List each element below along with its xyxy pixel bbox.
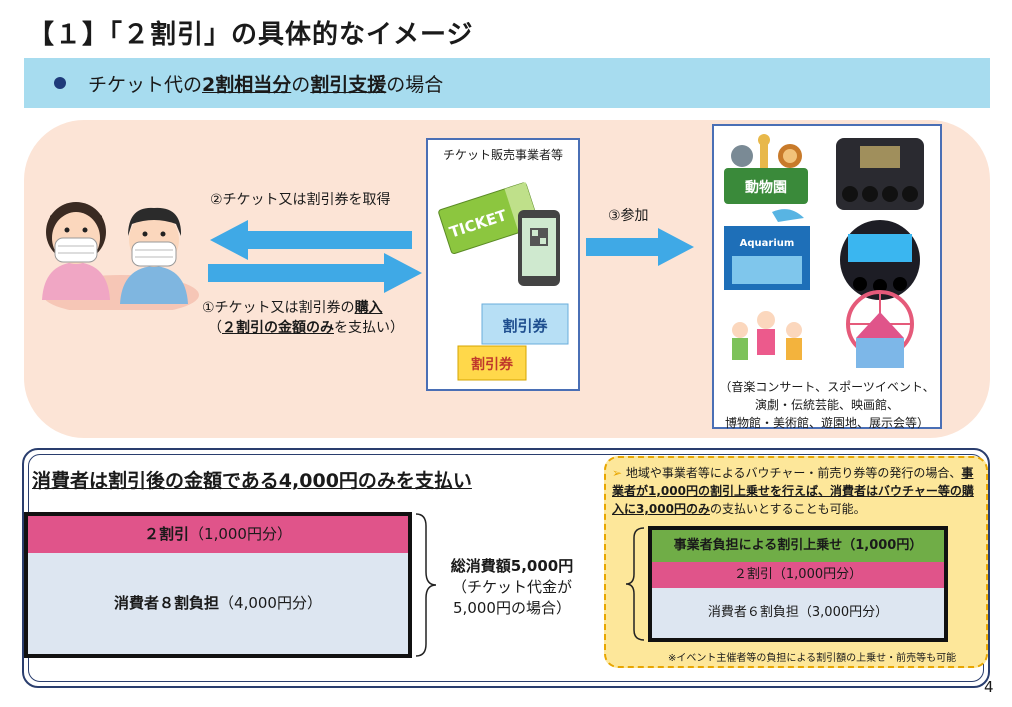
venues-caption: （音楽コンサート、スポーツイベント、 演劇・伝統芸能、映画館、 博物館・美術館、… [719,380,935,430]
bullet-icon [54,77,66,89]
triangle-bullet-icon: ➢ [612,466,626,480]
page-number: 4 [984,678,994,696]
alt-consumer-segment: 消費者６割負担（3,000円分） [652,588,944,638]
vendor-extra-segment: 事業者負担による割引上乗せ（1,000円） [652,530,944,562]
vendor-title: チケット販売事業者等 [442,148,563,162]
alt-discount-segment: ２割引（1,000円分） [652,562,944,588]
venues-box: 動物園 Aquarium [712,124,942,430]
footnote: ※イベント主催者等の負担による割引額の上乗せ・前売等も可能 [668,653,957,664]
arrow-left-icon [210,220,412,260]
step2-label: ②チケット又は割引券を取得 [210,192,391,208]
slide-title: 【１】「２割引」の具体的なイメージ [28,20,474,50]
total-consumption-label: 総消費額5,000円 （チケット代金が 5,000円の場合） [450,557,574,617]
note-text: ➢ 地域や事業者等によるバウチャー・前売り券等の発行の場合、事業者が1,000円… [612,466,974,516]
brace-icon [625,527,645,641]
consumers-illustration [42,202,199,310]
brace-icon [415,513,437,657]
zoo-sign-text: 動物園 [745,179,787,196]
coupon-yellow-text: 割引券 [471,356,514,373]
tickets-coupons-illustration: TICKET 割引券 割引券 [438,182,569,381]
step1-sublabel: （２割引の金額のみを支払い） [208,320,404,336]
venues-illustration: 動物園 Aquarium [724,134,924,368]
arrow-right-icon [208,253,422,293]
subheading-text: チケット代の2割相当分の割引支援の場合 [88,74,444,96]
step1-label: ①チケット又は割引券の購入 [202,300,383,316]
arrow-right-icon [586,228,694,266]
vendor-box: チケット販売事業者等 TICKET 割引券 割引券 [426,138,580,391]
alt-breakdown-bar: 事業者負担による割引上乗せ（1,000円） ２割引（1,000円分） 消費者６割… [648,526,948,642]
payment-breakdown-bar: ２割引（1,000円分） 消費者８割負担（4,000円分） [24,512,412,658]
consumer-share-segment: 消費者８割負担（4,000円分） [28,553,408,654]
subheading-banner: チケット代の2割相当分の割引支援の場合 [24,58,990,108]
aquarium-sign-text: Aquarium [740,238,795,249]
payment-title: 消費者は割引後の金額である4,000円のみを支払い [32,470,472,492]
discount-segment: ２割引（1,000円分） [28,516,408,553]
coupon-blue-text: 割引券 [502,317,548,335]
step3-label: ③参加 [608,208,649,224]
